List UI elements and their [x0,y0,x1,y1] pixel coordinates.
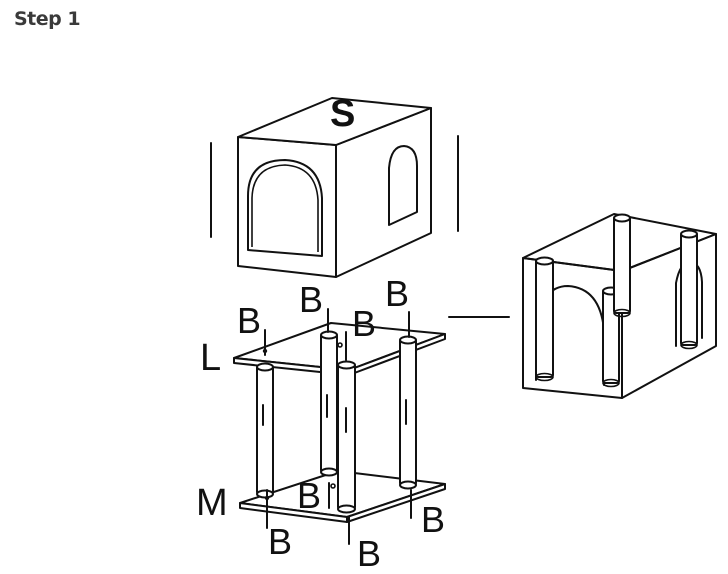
label-l: L [200,337,221,379]
label-b: B [385,273,409,314]
label-b: B [421,499,445,540]
label-m: M [196,482,228,524]
label-b: B [299,279,323,320]
post [337,360,356,514]
part-s-box [210,97,459,278]
post [399,335,417,490]
label-b: B [352,303,376,344]
label-s: S [330,93,355,135]
label-b: B [237,300,261,341]
assembled-preview [448,213,717,399]
post [320,330,338,477]
screw [262,329,268,356]
post [256,362,274,499]
screw [264,489,270,529]
label-b: B [357,533,381,574]
step-title: Step 1 [14,8,81,30]
label-b: B [268,521,292,562]
label-b: B [297,475,321,516]
